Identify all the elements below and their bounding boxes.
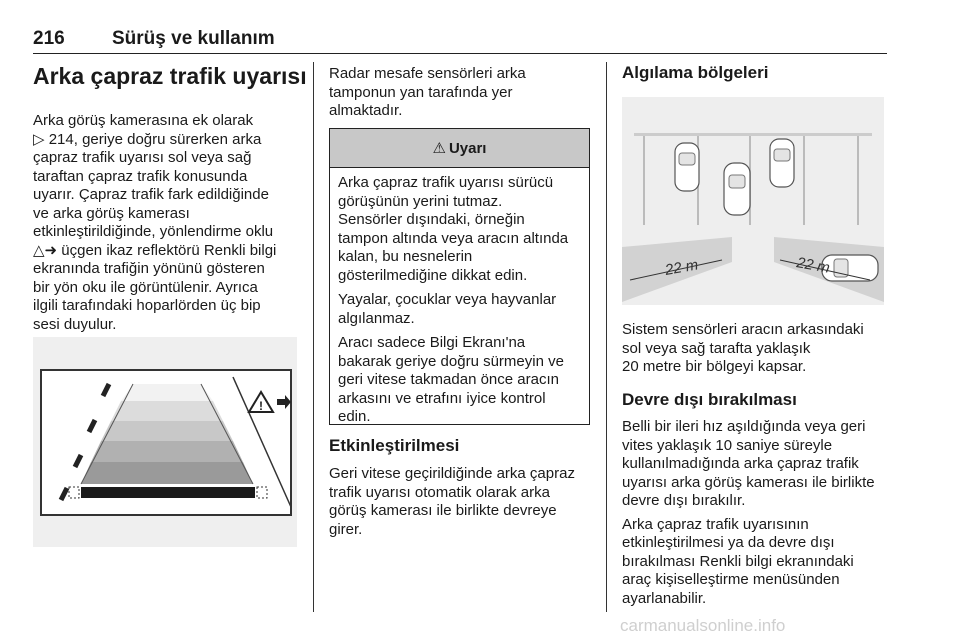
warning-body: Arka çapraz trafik uyarısı sürücü görüşü… [338, 174, 569, 425]
section-title: Sürüş ve kullanım [112, 28, 275, 49]
warning-triangle-icon: ⚠ [432, 140, 446, 157]
column-divider-1 [313, 62, 314, 612]
header-divider [33, 53, 887, 54]
disable-paragraphs: Belli bir ileri hız aşıldığında veya ger… [622, 418, 875, 607]
watermark-text: carmanualsonline.info [620, 616, 786, 635]
triangle-arrow-icon: △➜ [33, 241, 58, 259]
right-distance-label: 22 m [794, 254, 831, 277]
zones-paragraph: Sistem sensörleri aracın arkasındaki sol… [622, 321, 864, 375]
page-reference-icon: ▷ [33, 130, 45, 148]
activation-heading: Etkinleştirilmesi [329, 436, 460, 455]
detection-zones-illustration: 22 m 22 m [622, 97, 884, 305]
warning-header: ⚠ Uyarı [330, 129, 589, 168]
page-number: 216 [33, 28, 65, 49]
column-divider-2 [606, 62, 607, 612]
intro-paragraph: Arka görüş kamerasına ek olarak ▷ 214, g… [33, 112, 277, 333]
activation-paragraph: Geri vitese geçirildiğinde arka çapraz t… [329, 465, 575, 538]
radar-paragraph: Radar mesafe sensörleri arka tamponun ya… [329, 65, 526, 119]
warning-triangle-icon: ! [247, 390, 291, 413]
page-heading: Arka çapraz trafik uyarısı [33, 63, 307, 89]
left-distance-label: 22 m [663, 256, 700, 279]
zones-heading: Algılama bölgeleri [622, 63, 769, 82]
disable-heading: Devre dışı bırakılması [622, 390, 797, 409]
camera-display-illustration: ! [33, 337, 297, 547]
svg-text:!: ! [259, 399, 263, 413]
warning-box: ⚠ Uyarı Arka çapraz trafik uyarısı sürüc… [329, 128, 590, 425]
